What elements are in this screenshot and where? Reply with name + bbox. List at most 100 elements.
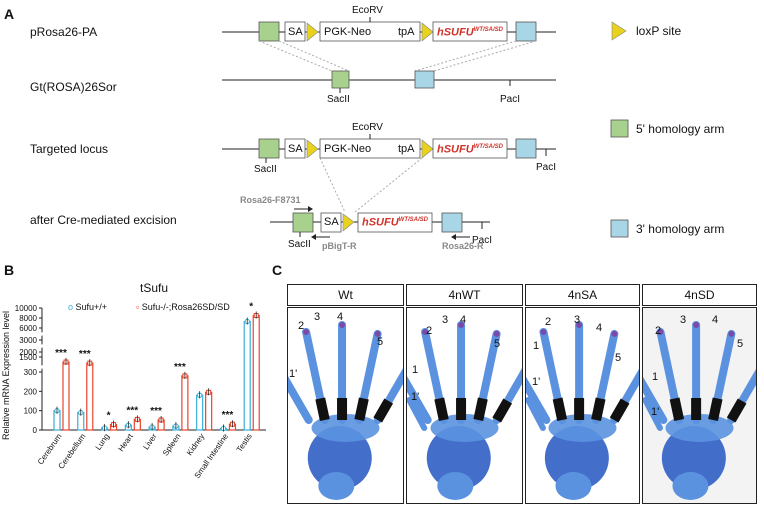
- metacarpal-ossified: [315, 397, 330, 422]
- digit-label: 1': [289, 368, 298, 380]
- significance-mark: *: [249, 302, 253, 313]
- digit-label: 3: [574, 314, 581, 326]
- y-tick-label: 300: [24, 368, 38, 377]
- y-tick-label: 3000: [19, 336, 37, 345]
- metacarpal-ossified: [591, 397, 606, 422]
- legend-arm5-label: 5' homology arm: [636, 122, 725, 136]
- digit-label: 3: [314, 311, 321, 323]
- legend-arm5-icon: [610, 119, 629, 138]
- bar: [252, 314, 260, 431]
- significance-mark: ***: [174, 362, 186, 373]
- image-4nsa: [525, 307, 640, 504]
- image-4nsd: [642, 307, 757, 504]
- metacarpal-ossified: [552, 397, 568, 422]
- image-4nwt: [406, 307, 523, 504]
- palm-bone: [426, 426, 491, 490]
- loxp-triangle: [342, 213, 355, 232]
- row-label-gtrosa: Gt(ROSA)26Sor: [30, 80, 117, 94]
- pgk-label: PGK-Neo: [324, 143, 372, 155]
- sa-box: [320, 212, 342, 233]
- hsufu-label: hSUFUWT/SA/SD: [437, 26, 504, 39]
- row-label-excision: after Cre-mediated excision: [30, 213, 177, 227]
- finger-bone: [288, 376, 313, 424]
- arm3-box: [515, 21, 537, 42]
- finger-tip: [540, 328, 547, 335]
- bar: [196, 394, 204, 431]
- significance-mark: *: [107, 411, 111, 422]
- digit-label: 2: [426, 325, 433, 337]
- digit-label: 2: [545, 316, 552, 328]
- loxp-triangle: [306, 139, 319, 159]
- metacarpal-ossified: [708, 397, 723, 422]
- finger-tip: [303, 328, 310, 335]
- tpa-label: tpA: [398, 26, 415, 38]
- primer-f-label: Rosa26-F8731: [240, 195, 301, 205]
- digit-label: 4: [460, 314, 467, 326]
- finger-tip: [458, 322, 465, 328]
- sacii-label: SacII: [327, 94, 350, 105]
- legend-series-1: o Sufu+/+: [68, 302, 108, 312]
- legend-loxp-icon: [611, 21, 627, 41]
- significance-mark: ***: [55, 348, 67, 359]
- finger-tip: [422, 328, 429, 335]
- digit-label: 5: [494, 338, 501, 350]
- wrist-bone: [437, 472, 474, 500]
- finger-tip: [493, 330, 500, 337]
- digit-label: 5: [615, 352, 622, 364]
- sa-label: SA: [288, 143, 303, 155]
- sa-label: SA: [324, 216, 339, 228]
- digit-label: 1: [533, 340, 540, 352]
- y-tick-label: 6000: [19, 324, 37, 333]
- panel-label-b: B: [4, 262, 15, 278]
- axis-break: [36, 330, 48, 338]
- bar: [62, 361, 70, 431]
- arm5-box: [292, 212, 314, 233]
- finger-bone: [643, 376, 668, 424]
- image-wt: [287, 307, 404, 504]
- row-label-targeted: Targeted locus: [30, 142, 109, 156]
- x-tick-label: Lung: [94, 432, 112, 452]
- axis-break: [36, 342, 48, 350]
- x-tick-label: Heart: [116, 431, 135, 453]
- metacarpal-ossified: [373, 398, 394, 423]
- digit-label: 2: [298, 320, 305, 332]
- construct-svg: [222, 17, 629, 240]
- hsufu-box: [432, 138, 508, 159]
- image-title-wt: Wt: [287, 284, 404, 306]
- finger-bone: [407, 376, 432, 424]
- hsufu-label: hSUFUWT/SA/SD: [437, 143, 504, 156]
- digit-label: 4: [337, 311, 344, 323]
- bar: [86, 362, 94, 431]
- sa-label: SA: [288, 26, 303, 38]
- finger-tip: [728, 330, 735, 337]
- finger-tip: [657, 328, 664, 335]
- y-tick-label: 1500: [19, 353, 37, 362]
- y-tick-label: 100: [24, 407, 38, 416]
- x-tick-label: Liver: [141, 432, 159, 452]
- image-title-4nsd: 4nSD: [642, 284, 757, 306]
- finger-tip: [339, 322, 346, 328]
- digit-label: 1': [532, 376, 541, 388]
- digit-label: 4: [596, 322, 603, 334]
- axis-break: [36, 363, 48, 371]
- image-title-4nsa: 4nSA: [525, 284, 640, 306]
- palm-bone: [544, 426, 609, 490]
- tpa-label: tpA: [398, 143, 415, 155]
- hsufu-box: [357, 212, 433, 233]
- metacarpal-ossified: [492, 398, 513, 423]
- digit-label: 5: [737, 338, 744, 350]
- finger-tip: [693, 322, 700, 328]
- finger-tip: [374, 330, 381, 337]
- significance-mark: ***: [222, 410, 234, 421]
- metacarpal-ossified: [726, 398, 747, 423]
- ecorv-label: EcoRV: [352, 122, 383, 133]
- digit-label: 3: [680, 314, 687, 326]
- paw-stain-image: [407, 321, 522, 500]
- significance-mark: ***: [126, 405, 138, 416]
- x-tick-label: Kidney: [185, 432, 206, 457]
- finger-bone: [526, 376, 551, 424]
- significance-mark: ***: [150, 406, 162, 417]
- primer-r1-label: pBigT-R: [322, 241, 357, 251]
- panel-b-chart: tSufu Relative mRNA Expression level o S…: [0, 262, 272, 508]
- bar-chart-svg: 01002003001500200030006000800010000***Ce…: [15, 302, 266, 480]
